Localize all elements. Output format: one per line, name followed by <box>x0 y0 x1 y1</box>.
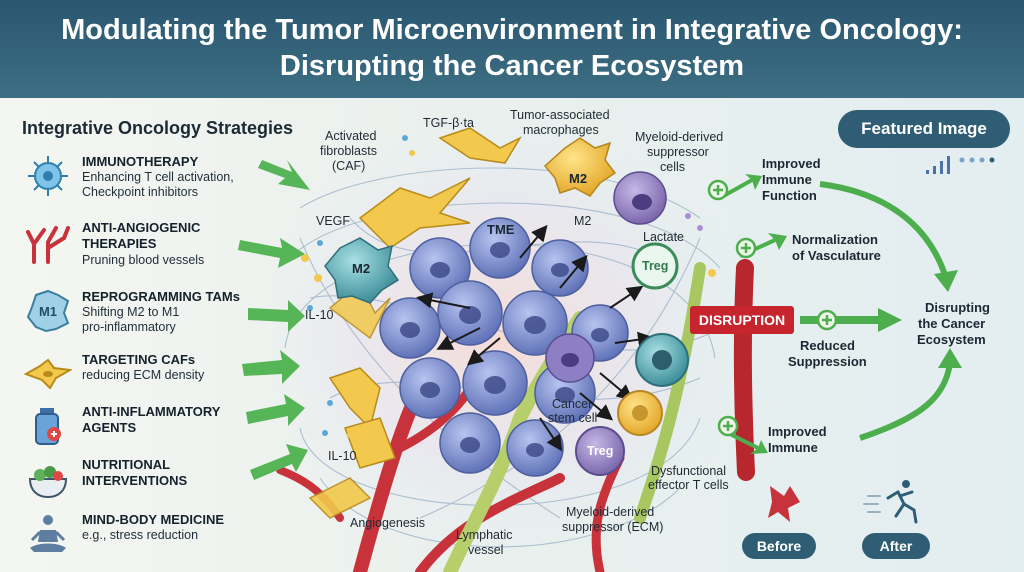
outcome-4-line-2: Immune <box>768 440 818 455</box>
strategy-desc-line-1: Shifting M2 to M1 <box>82 305 180 319</box>
strategy-immunotherapy: IMMUNOTHERAPY Enhancing T cell activatio… <box>14 152 284 204</box>
disruption-banner: DISRUPTION <box>690 306 794 334</box>
label-treg-bottom: Treg <box>587 444 614 458</box>
strategy-title-line-2: THERAPIES <box>82 236 157 251</box>
strategy-anti-angiogenic: ANTI-ANGIOGENIC THERAPIES Pruning blood … <box>14 218 284 270</box>
strategy-desc-line-1: Pruning blood vessels <box>82 253 205 267</box>
strategy-title: MIND-BODY MEDICINE <box>82 512 225 527</box>
label-m2-top: M2 <box>569 171 588 186</box>
label-mdsc-line-3: cells <box>660 160 686 174</box>
before-button[interactable]: Before <box>742 533 816 559</box>
label-m2-small: M2 <box>574 214 592 228</box>
dysfunctional-t-cell <box>617 390 663 436</box>
strategy-anti-inflammatory: ANTI-INFLAMMATORY AGENTS <box>14 402 284 454</box>
outcome-1-line-1: Improved <box>762 156 821 171</box>
featured-image-badge[interactable]: Featured Image <box>838 110 1010 148</box>
strategy-desc-line-2: Checkpoint inhibitors <box>82 185 199 199</box>
label-caf-line-2: fibroblasts <box>320 144 377 158</box>
after-button[interactable]: After <box>862 533 930 559</box>
final-outcome-line-1: Disrupting <box>925 300 990 315</box>
fibroblasts <box>308 127 522 519</box>
signal-arrows <box>416 224 654 452</box>
strategy-desc-line-2: pro-inflammatory <box>82 320 176 334</box>
outcome-1-line-2: Immune <box>762 172 812 187</box>
macrophage-m1-icon: M1 <box>26 289 70 333</box>
after-runner-icon <box>863 480 918 524</box>
cytokine-dots <box>301 135 716 438</box>
fibroblast-icon <box>24 358 72 390</box>
strategy-title-line-1: ANTI-INFLAMMATORY <box>82 404 221 419</box>
label-il10-b: IL-10 <box>328 449 357 463</box>
label-dys-line-2: effector T cells <box>648 478 729 492</box>
strategies-title: Integrative Oncology Strategies <box>22 118 294 138</box>
strategy-title: REPROGRAMMING TAMs <box>82 289 240 304</box>
outcome-2-line-1: Normalization <box>792 232 878 247</box>
salad-bowl-icon <box>28 466 68 499</box>
outcome-3-line-1: Reduced <box>800 338 855 353</box>
treg-top <box>631 242 679 290</box>
label-vegf: VEGF <box>316 214 351 228</box>
label-tgf: TGF-β·ta <box>423 116 474 130</box>
label-caf-line-1: Activated <box>325 129 377 143</box>
label-lymph-line-2: vessel <box>468 543 504 557</box>
strategy-desc-line-1: e.g., stress reduction <box>82 528 199 542</box>
t-cell-teal <box>635 333 689 387</box>
label-angiogenesis: Angiogenesis <box>350 516 426 530</box>
label-dys-line-1: Dysfunctional <box>651 464 727 478</box>
t-cell-icon <box>28 156 68 196</box>
medicine-bottle-icon <box>35 408 61 445</box>
page-title-line-1: Modulating the Tumor Microenvironment in… <box>61 14 963 46</box>
strategy-desc-line-1: Enhancing T cell activation, <box>82 170 234 184</box>
before-icon <box>768 486 800 522</box>
cancer-cell-cluster <box>379 217 629 477</box>
blood-vessel-icon <box>26 226 70 264</box>
outcome-1-line-3: Function <box>762 188 817 203</box>
signal-bars-icon <box>926 156 995 174</box>
label-csc-line-1: Cancer <box>552 397 593 411</box>
label-lactate: Lactate <box>643 230 685 244</box>
label-caf-line-3: (CAF) <box>332 159 366 173</box>
page-title-line-2: Disrupting the Cancer Ecosystem <box>279 50 745 82</box>
header-banner: Modulating the Tumor Microenvironment in… <box>0 0 1024 98</box>
strategy-title-line-2: INTERVENTIONS <box>82 473 188 488</box>
strategy-title-line-2: AGENTS <box>82 420 137 435</box>
strategy-arrows <box>238 160 310 480</box>
page-title: Modulating the Tumor Microenvironment in… <box>0 12 1024 84</box>
tme-diagram <box>238 111 995 572</box>
strategy-title: IMMUNOTHERAPY <box>82 154 199 169</box>
label-mdsc-ecm-line-1: Myeloid-derived <box>566 505 655 519</box>
m2-macrophage-top <box>543 137 617 197</box>
label-tam-line-2: macrophages <box>523 123 599 137</box>
label-mdsc-line-1: Myeloid-derived <box>635 130 724 144</box>
final-outcome-line-2: the Cancer <box>918 316 986 331</box>
outcome-arrows <box>719 174 962 454</box>
treg-bottom <box>575 426 625 476</box>
label-m2-left: M2 <box>352 261 371 276</box>
label-treg-top: Treg <box>642 259 669 273</box>
final-outcome-line-3: Ecosystem <box>917 332 986 347</box>
meditation-icon <box>30 515 66 552</box>
m2-macrophage-left <box>324 237 400 304</box>
label-mdsc-ecm-line-2: suppressor (ECM) <box>562 520 664 534</box>
label-mdsc-line-2: suppressor <box>647 145 709 159</box>
label-lymph-line-1: Lymphatic <box>456 528 513 542</box>
strategy-desc-line-1: reducing ECM density <box>82 368 205 382</box>
outcome-3-line-2: Suppression <box>788 354 867 369</box>
strategy-nutritional: NUTRITIONAL INTERVENTIONS <box>14 455 284 507</box>
outcome-4-line-1: Improved <box>768 424 827 439</box>
strategy-title: TARGETING CAFs <box>82 352 196 367</box>
label-tme: TME <box>487 222 515 237</box>
mdsc-cell <box>613 171 667 225</box>
strategy-mind-body: MIND-BODY MEDICINE e.g., stress reductio… <box>14 510 284 562</box>
strategy-title-line-1: ANTI-ANGIOGENIC <box>82 220 201 235</box>
outcome-2-line-2: of Vasculature <box>792 248 881 263</box>
strategy-targeting-cafs: TARGETING CAFs reducing ECM density <box>14 350 284 402</box>
strategy-title-line-1: NUTRITIONAL <box>82 457 171 472</box>
strategy-reprogramming-tams: M1 REPROGRAMMING TAMs Shifting M2 to M1 … <box>14 287 284 339</box>
label-tam-line-1: Tumor-associated <box>510 108 610 122</box>
label-il10-a: IL-10 <box>305 308 334 322</box>
label-csc-line-2: stem cell <box>548 411 598 425</box>
m1-label: M1 <box>39 304 57 319</box>
plus-signs <box>713 185 832 431</box>
